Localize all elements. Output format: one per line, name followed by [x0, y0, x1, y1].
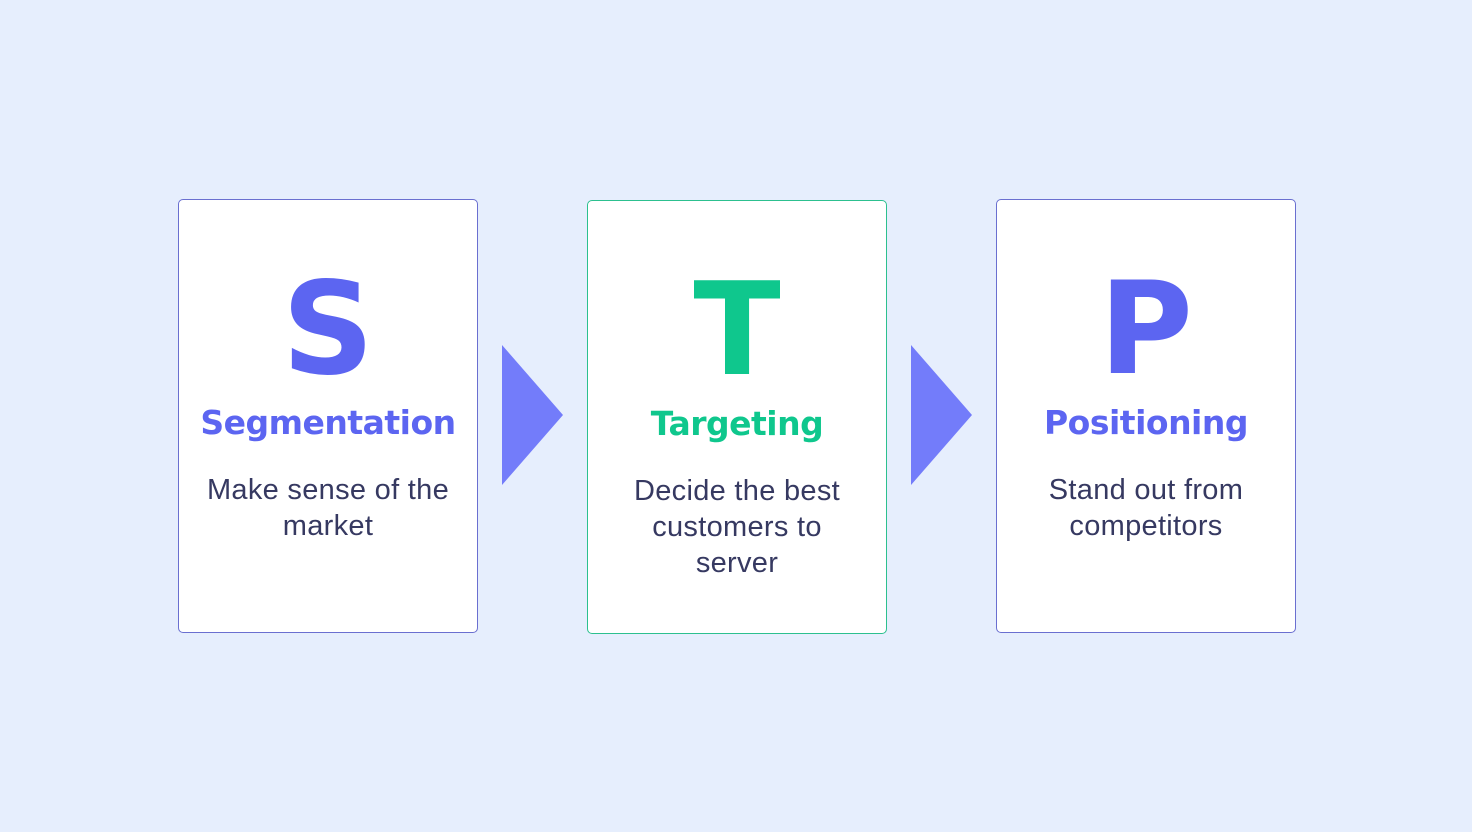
segmentation-card: S Segmentation Make sense of the market — [178, 199, 478, 633]
arrow-right-icon — [911, 345, 972, 485]
arrow-right-icon — [502, 345, 563, 485]
positioning-card: P Positioning Stand out from competitors — [996, 199, 1296, 633]
targeting-card: T Targeting Decide the best customers to… — [587, 200, 887, 634]
targeting-title: Targeting — [650, 404, 824, 443]
positioning-description: Stand out from competitors — [1048, 474, 1244, 542]
segmentation-description: Make sense of the market — [206, 474, 450, 542]
targeting-description: Decide the best customers to server — [633, 475, 840, 579]
positioning-title: Positioning — [1044, 403, 1249, 442]
segmentation-letter: S — [281, 255, 375, 404]
targeting-letter: T — [693, 256, 781, 405]
segmentation-title: Segmentation — [200, 403, 456, 442]
positioning-letter: P — [1099, 255, 1193, 404]
